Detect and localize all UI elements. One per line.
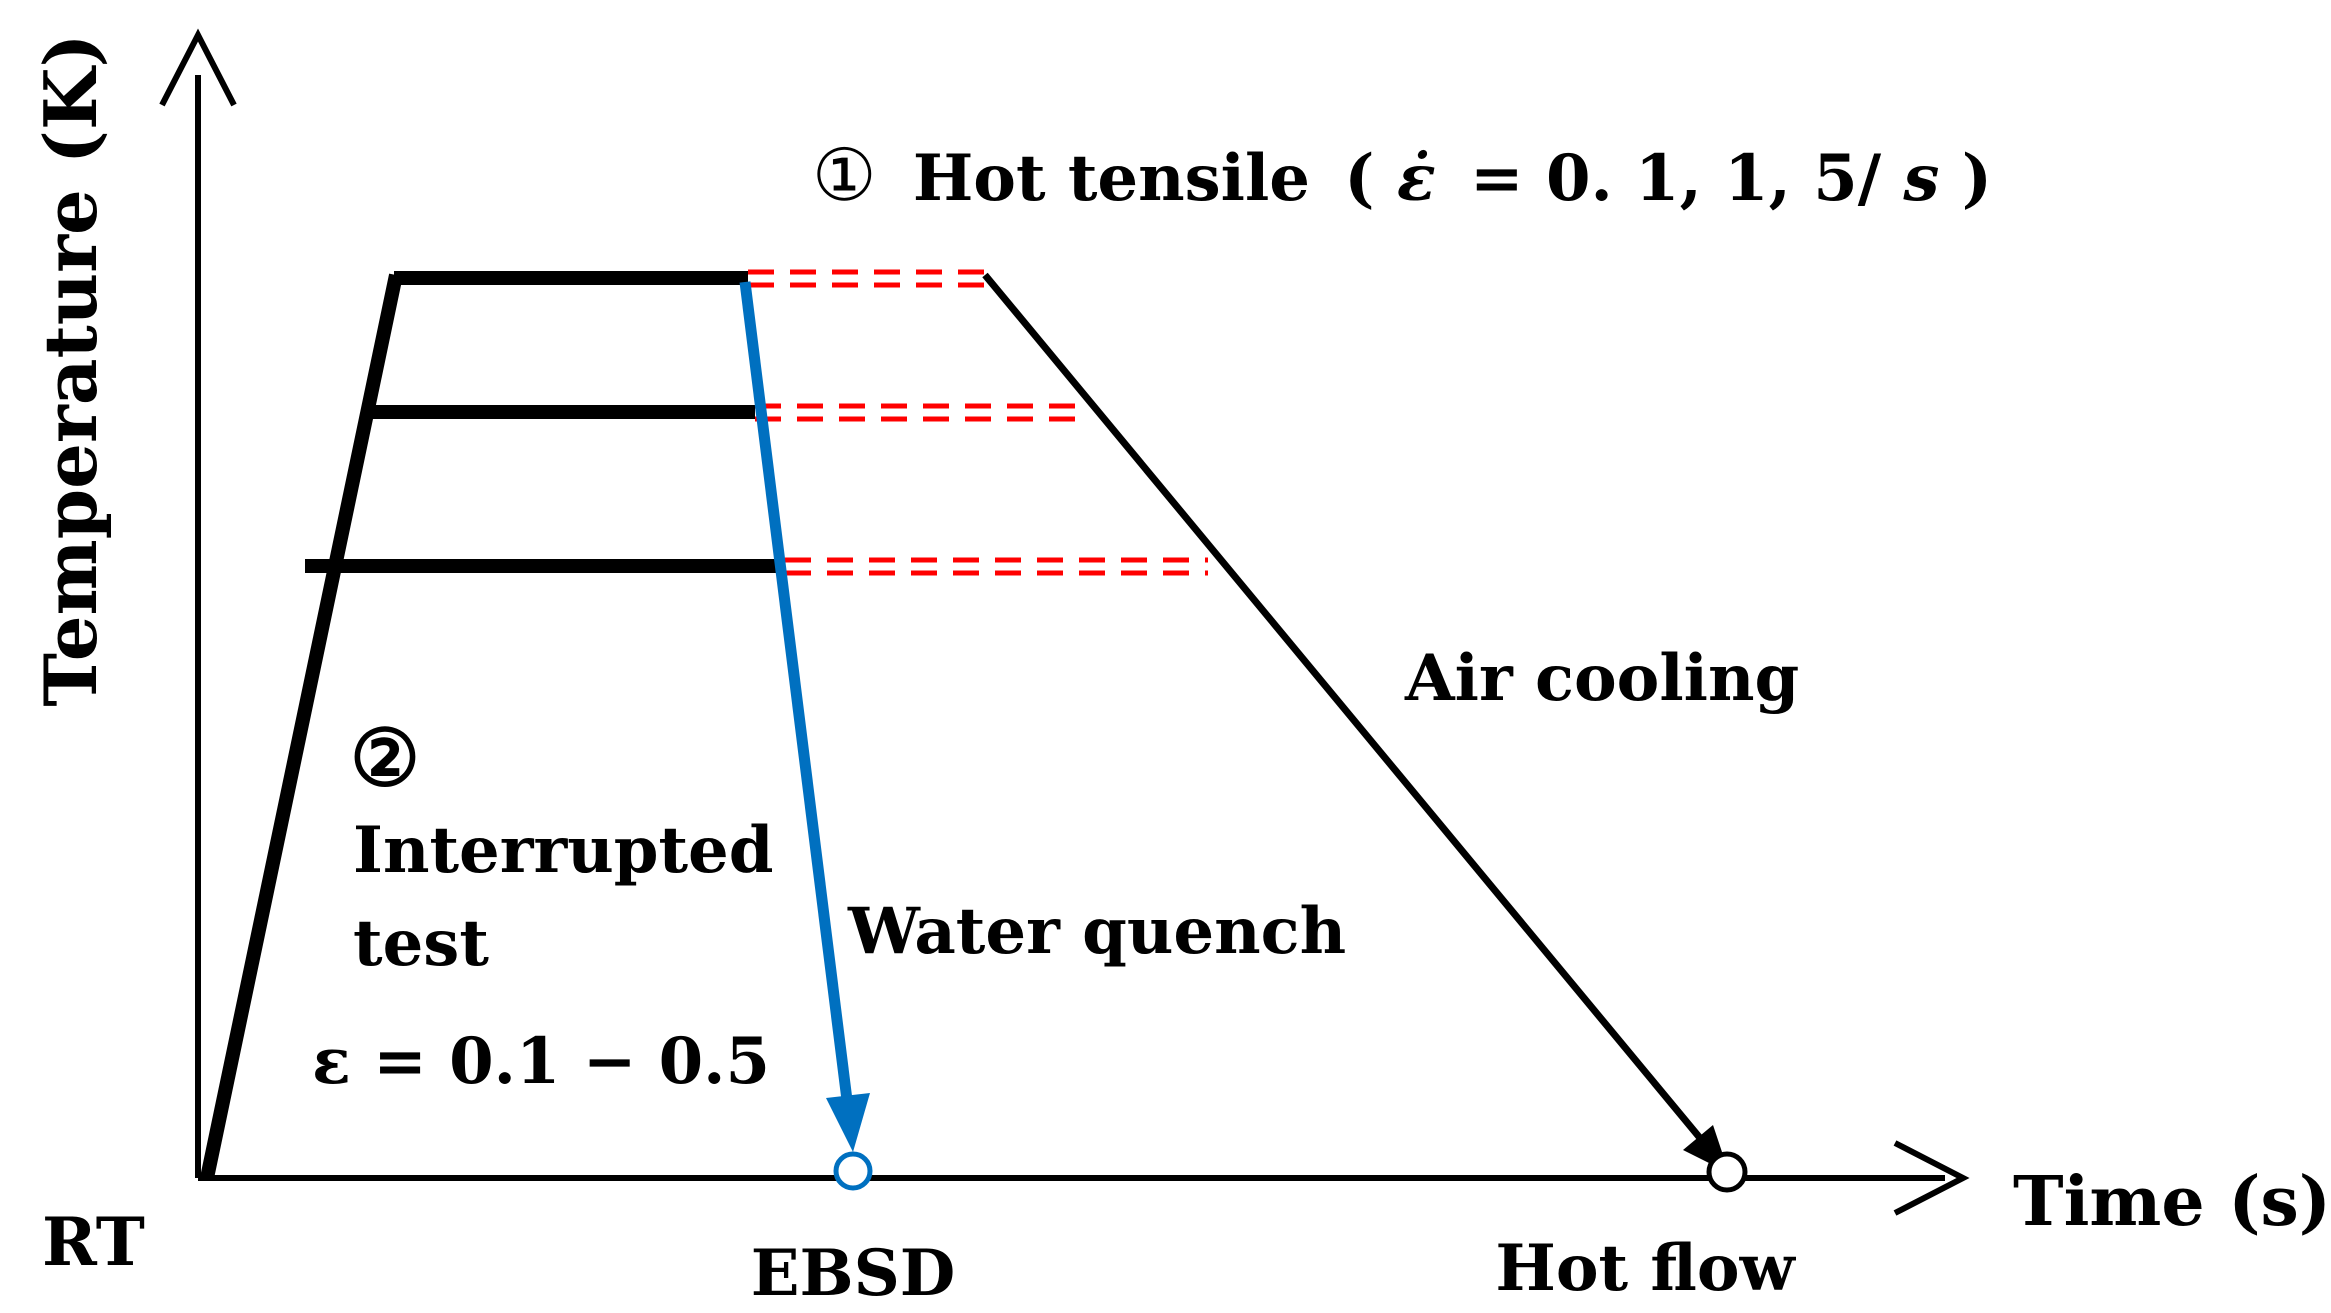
x-axis-arrowhead [1893,1140,1970,1216]
ebsd-label: EBSD [751,1236,956,1311]
axes [159,28,1970,1216]
water-quench-label: Water quench [847,894,1346,969]
strain-range-label: ε = 0.1 − 0.5 [312,1024,770,1099]
deformation-segments [748,269,1208,576]
interrupted-line2: test [353,906,489,981]
y-axis-label: Temperature (K) [28,33,113,706]
air-cooling-label: Air cooling [1404,641,1799,716]
hot-tensile-rate-unit: s [1902,141,1939,216]
deformation-segment-low [785,557,1208,576]
hot-tensile-rate-symbol: ε̇ [1397,141,1436,216]
hot-tensile-open-paren: ( [1344,141,1374,216]
interrupted-line1: Interrupted [353,813,774,888]
heating-ramp-line [200,273,403,1180]
water-quench-line [739,281,854,1109]
air-cooling-line [982,272,1703,1141]
deformation-segment-high [748,269,985,288]
water-quench-arrowhead [826,1093,870,1152]
y-axis-arrowhead [159,28,237,107]
x-axis-label: Time (s) [2013,1162,2331,1242]
origin-label-rt: RT [42,1203,145,1281]
hot-flow-label: Hot flow [1495,1231,1796,1306]
hot-tensile-marker: ① [812,133,877,217]
air-cooling-path [982,272,1729,1173]
water-quench-path [739,281,870,1152]
hot-tensile-text: Hot tensile [913,141,1310,216]
heating-and-holding [200,271,780,1180]
hot-tensile-close-paren: ) [1962,141,1992,216]
hot-tensile-rate-values: = 0. 1, 1, 5/ [1470,141,1882,216]
interrupted-marker: ② [350,713,420,804]
hot-flow-endpoint-marker [1706,1151,1748,1193]
deformation-segment-mid [755,403,1082,422]
hot-tensile-annotation: ① Hot tensile ( ε̇ = 0. 1, 1, 5/ s ) [812,133,1992,217]
ebsd-endpoint-marker [833,1151,873,1191]
